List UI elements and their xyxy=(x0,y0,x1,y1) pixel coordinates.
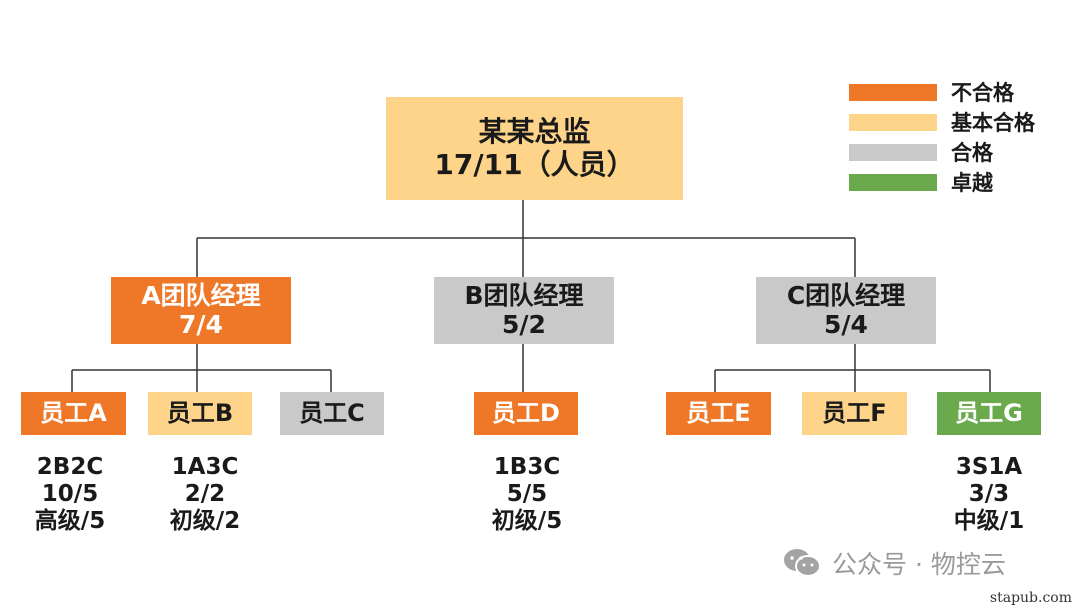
director-title: 某某总监 xyxy=(478,115,591,149)
employee-node-c: 员工C xyxy=(280,392,384,435)
wechat-icon xyxy=(784,549,821,577)
legend-swatch xyxy=(849,173,937,191)
manager-title: A团队经理 xyxy=(141,280,261,310)
employee-node-e: 员工E xyxy=(666,392,771,435)
legend-item-pass: 合格 xyxy=(849,140,993,165)
stat-grade: 1A3C xyxy=(171,454,239,480)
legend-item-excellent: 卓越 xyxy=(849,170,993,195)
stat-grade: 3S1A xyxy=(955,454,1023,480)
watermark: 公众号 · 物控云 xyxy=(782,545,1006,581)
manager-node-c: C团队经理 5/4 xyxy=(756,277,936,344)
employee-g-stats: 3S1A 3/3 中级/1 xyxy=(929,454,1049,535)
stat-level: 高级/5 xyxy=(34,508,106,534)
legend-swatch xyxy=(849,143,937,161)
legend-label: 卓越 xyxy=(951,171,993,195)
stat-ratio: 2/2 xyxy=(184,481,226,507)
employee-b-stats: 1A3C 2/2 初级/2 xyxy=(145,454,265,535)
employee-a-stats: 2B2C 10/5 高级/5 xyxy=(10,454,130,535)
legend-label: 基本合格 xyxy=(951,111,1035,135)
stat-level: 中级/1 xyxy=(953,508,1025,534)
employee-label: 员工C xyxy=(299,398,365,427)
employee-node-f: 员工F xyxy=(802,392,907,435)
employee-d-stats: 1B3C 5/5 初级/5 xyxy=(467,454,587,535)
stat-ratio: 5/5 xyxy=(506,481,548,507)
stat-ratio: 10/5 xyxy=(41,481,99,507)
manager-value: 5/4 xyxy=(824,309,868,339)
manager-node-a: A团队经理 7/4 xyxy=(111,277,291,344)
stat-level: 初级/2 xyxy=(169,508,241,534)
employee-label: 员工E xyxy=(686,398,751,427)
employee-label: 员工D xyxy=(492,398,560,427)
legend-swatch xyxy=(849,83,937,101)
legend-swatch xyxy=(849,113,937,131)
employee-label: 员工F xyxy=(822,398,887,427)
manager-node-b: B团队经理 5/2 xyxy=(434,277,614,344)
site-credit: stapub.com xyxy=(989,590,1072,606)
stat-grade: 2B2C xyxy=(36,454,104,480)
employee-node-d: 员工D xyxy=(474,392,578,435)
director-node: 某某总监 17/11（人员） xyxy=(386,97,683,200)
employee-node-a: 员工A xyxy=(21,392,126,435)
employee-label: 员工G xyxy=(955,398,1023,427)
director-value: 17/11（人员） xyxy=(434,147,635,181)
manager-value: 5/2 xyxy=(502,309,546,339)
employee-label: 员工B xyxy=(166,398,234,427)
employee-label: 员工A xyxy=(40,398,107,427)
stat-ratio: 3/3 xyxy=(968,481,1010,507)
employee-node-g: 员工G xyxy=(937,392,1041,435)
manager-title: C团队经理 xyxy=(786,280,906,310)
employee-node-b: 员工B xyxy=(148,392,252,435)
legend-label: 不合格 xyxy=(951,81,1014,105)
legend-item-basic-pass: 基本合格 xyxy=(849,110,1035,135)
watermark-text: 公众号 · 物控云 xyxy=(832,550,1006,579)
manager-value: 7/4 xyxy=(179,309,223,339)
stat-level: 初级/5 xyxy=(491,508,563,534)
legend-item-fail: 不合格 xyxy=(849,80,1014,105)
stat-grade: 1B3C xyxy=(493,454,561,480)
legend-label: 合格 xyxy=(951,141,993,165)
manager-title: B团队经理 xyxy=(464,280,584,310)
